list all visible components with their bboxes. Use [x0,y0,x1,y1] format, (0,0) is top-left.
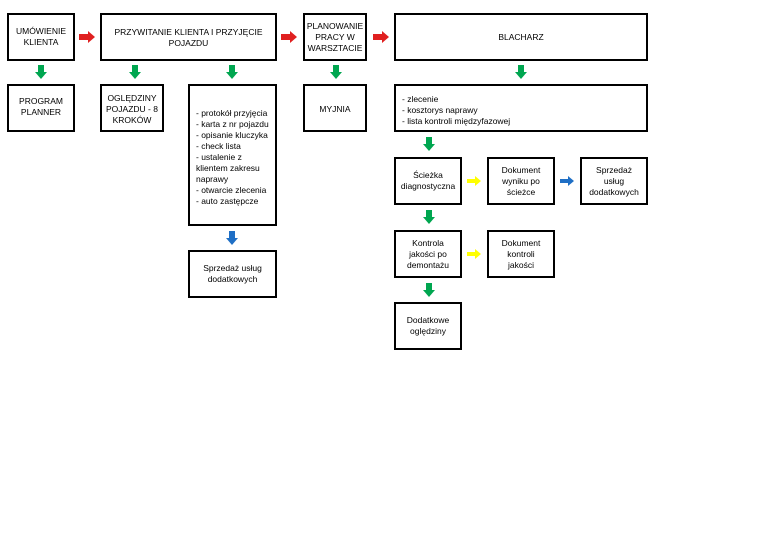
blue-arrow-sprzedaz-left [226,231,238,245]
blue-arrow-sprzedaz-right-shape [560,176,574,186]
box-umowienie-klienta-label: UMÓWIENIE KLIENTA [15,26,67,47]
box-dokument-kontroli: Dokument kontroli jakości [487,230,555,278]
box-dodatkowe-ogledziny-label: Dodatkowe oględziny [406,315,450,336]
box-przywitanie-klienta-label: PRZYWITANIE KLIENTA I PRZYJĘCIE POJAZDU [114,27,263,48]
yellow-arrow-dokument-wyniku [467,176,481,186]
box-dokument-wyniku-label: Dokument wyniku po ścieżce [501,164,541,197]
blue-arrow-sprzedaz-left-shape [226,231,238,245]
red-arrow-3 [373,31,389,43]
green-arrow-protokol [226,65,238,79]
box-sciezka-diagnostyczna-label: Ścieżka diagnostyczna [400,170,456,191]
box-program-planner: PROGRAM PLANNER [7,84,75,132]
green-arrow-ogledziny-shape [129,65,141,79]
yellow-arrow-dokument-kontroli [467,249,481,259]
blue-arrow-sprzedaz-right [560,176,574,186]
box-protokol-przyjecia-label: - protokół przyjęcia - karta z nr pojazd… [196,108,269,206]
box-dokument-wyniku: Dokument wyniku po ścieżce [487,157,555,205]
box-myjnia: MYJNIA [303,84,367,132]
green-arrow-myjnia [330,65,342,79]
green-arrow-protokol-shape [226,65,238,79]
green-arrow-umowienie-shape [35,65,47,79]
box-ogledziny-pojazdu: OGLĘDZINY POJAZDU - 8 KROKÓW [100,84,164,132]
green-arrow-umowienie [35,65,47,79]
box-kontrola-jakosci-label: Kontrola jakości po demontażu [406,237,450,270]
yellow-arrow-dokument-kontroli-shape [467,249,481,259]
box-sprzedaz-uslug-left-label: Sprzedaż usług dodatkowych [203,263,262,284]
yellow-arrow-dokument-wyniku-shape [467,176,481,186]
box-myjnia-label: MYJNIA [319,104,351,114]
red-arrow-2 [281,31,297,43]
green-arrow-dodatkowe [423,283,435,297]
box-dodatkowe-ogledziny: Dodatkowe oględziny [394,302,462,350]
box-przywitanie-klienta: PRZYWITANIE KLIENTA I PRZYJĘCIE POJAZDU [100,13,277,61]
red-arrow-2-shape [281,31,297,43]
green-arrow-kontrola-shape [423,210,435,224]
green-arrow-kontrola [423,210,435,224]
green-arrow-ogledziny [129,65,141,79]
box-blacharz: BLACHARZ [394,13,648,61]
box-dokument-kontroli-label: Dokument kontroli jakości [501,237,541,270]
box-planowanie-pracy: PLANOWANIE PRACY W WARSZTACIE [303,13,367,61]
box-sprzedaz-uslug-right: Sprzedaż usług dodatkowych [580,157,648,205]
box-sprzedaz-uslug-left: Sprzedaż usług dodatkowych [188,250,277,298]
red-arrow-1-shape [79,31,95,43]
red-arrow-3-shape [373,31,389,43]
green-arrow-dodatkowe-shape [423,283,435,297]
green-arrow-myjnia-shape [330,65,342,79]
green-arrow-blacharz [515,65,527,79]
box-ogledziny-pojazdu-label: OGLĘDZINY POJAZDU - 8 KROKÓW [106,93,158,125]
box-umowienie-klienta: UMÓWIENIE KLIENTA [7,13,75,61]
box-zlecenie: - zlecenie - kosztorys naprawy - lista k… [394,84,648,132]
box-program-planner-label: PROGRAM PLANNER [19,96,63,117]
red-arrow-1 [79,31,95,43]
box-sprzedaz-uslug-right-label: Sprzedaż usług dodatkowych [589,164,639,197]
box-planowanie-pracy-label: PLANOWANIE PRACY W WARSZTACIE [306,20,364,53]
box-sciezka-diagnostyczna: Ścieżka diagnostyczna [394,157,462,205]
box-zlecenie-label: - zlecenie - kosztorys naprawy - lista k… [402,94,511,126]
box-protokol-przyjecia: - protokół przyjęcia - karta z nr pojazd… [188,84,277,226]
box-blacharz-label: BLACHARZ [498,31,544,42]
green-arrow-sciezka-shape [423,137,435,151]
green-arrow-sciezka [423,137,435,151]
green-arrow-blacharz-shape [515,65,527,79]
box-kontrola-jakosci: Kontrola jakości po demontażu [394,230,462,278]
